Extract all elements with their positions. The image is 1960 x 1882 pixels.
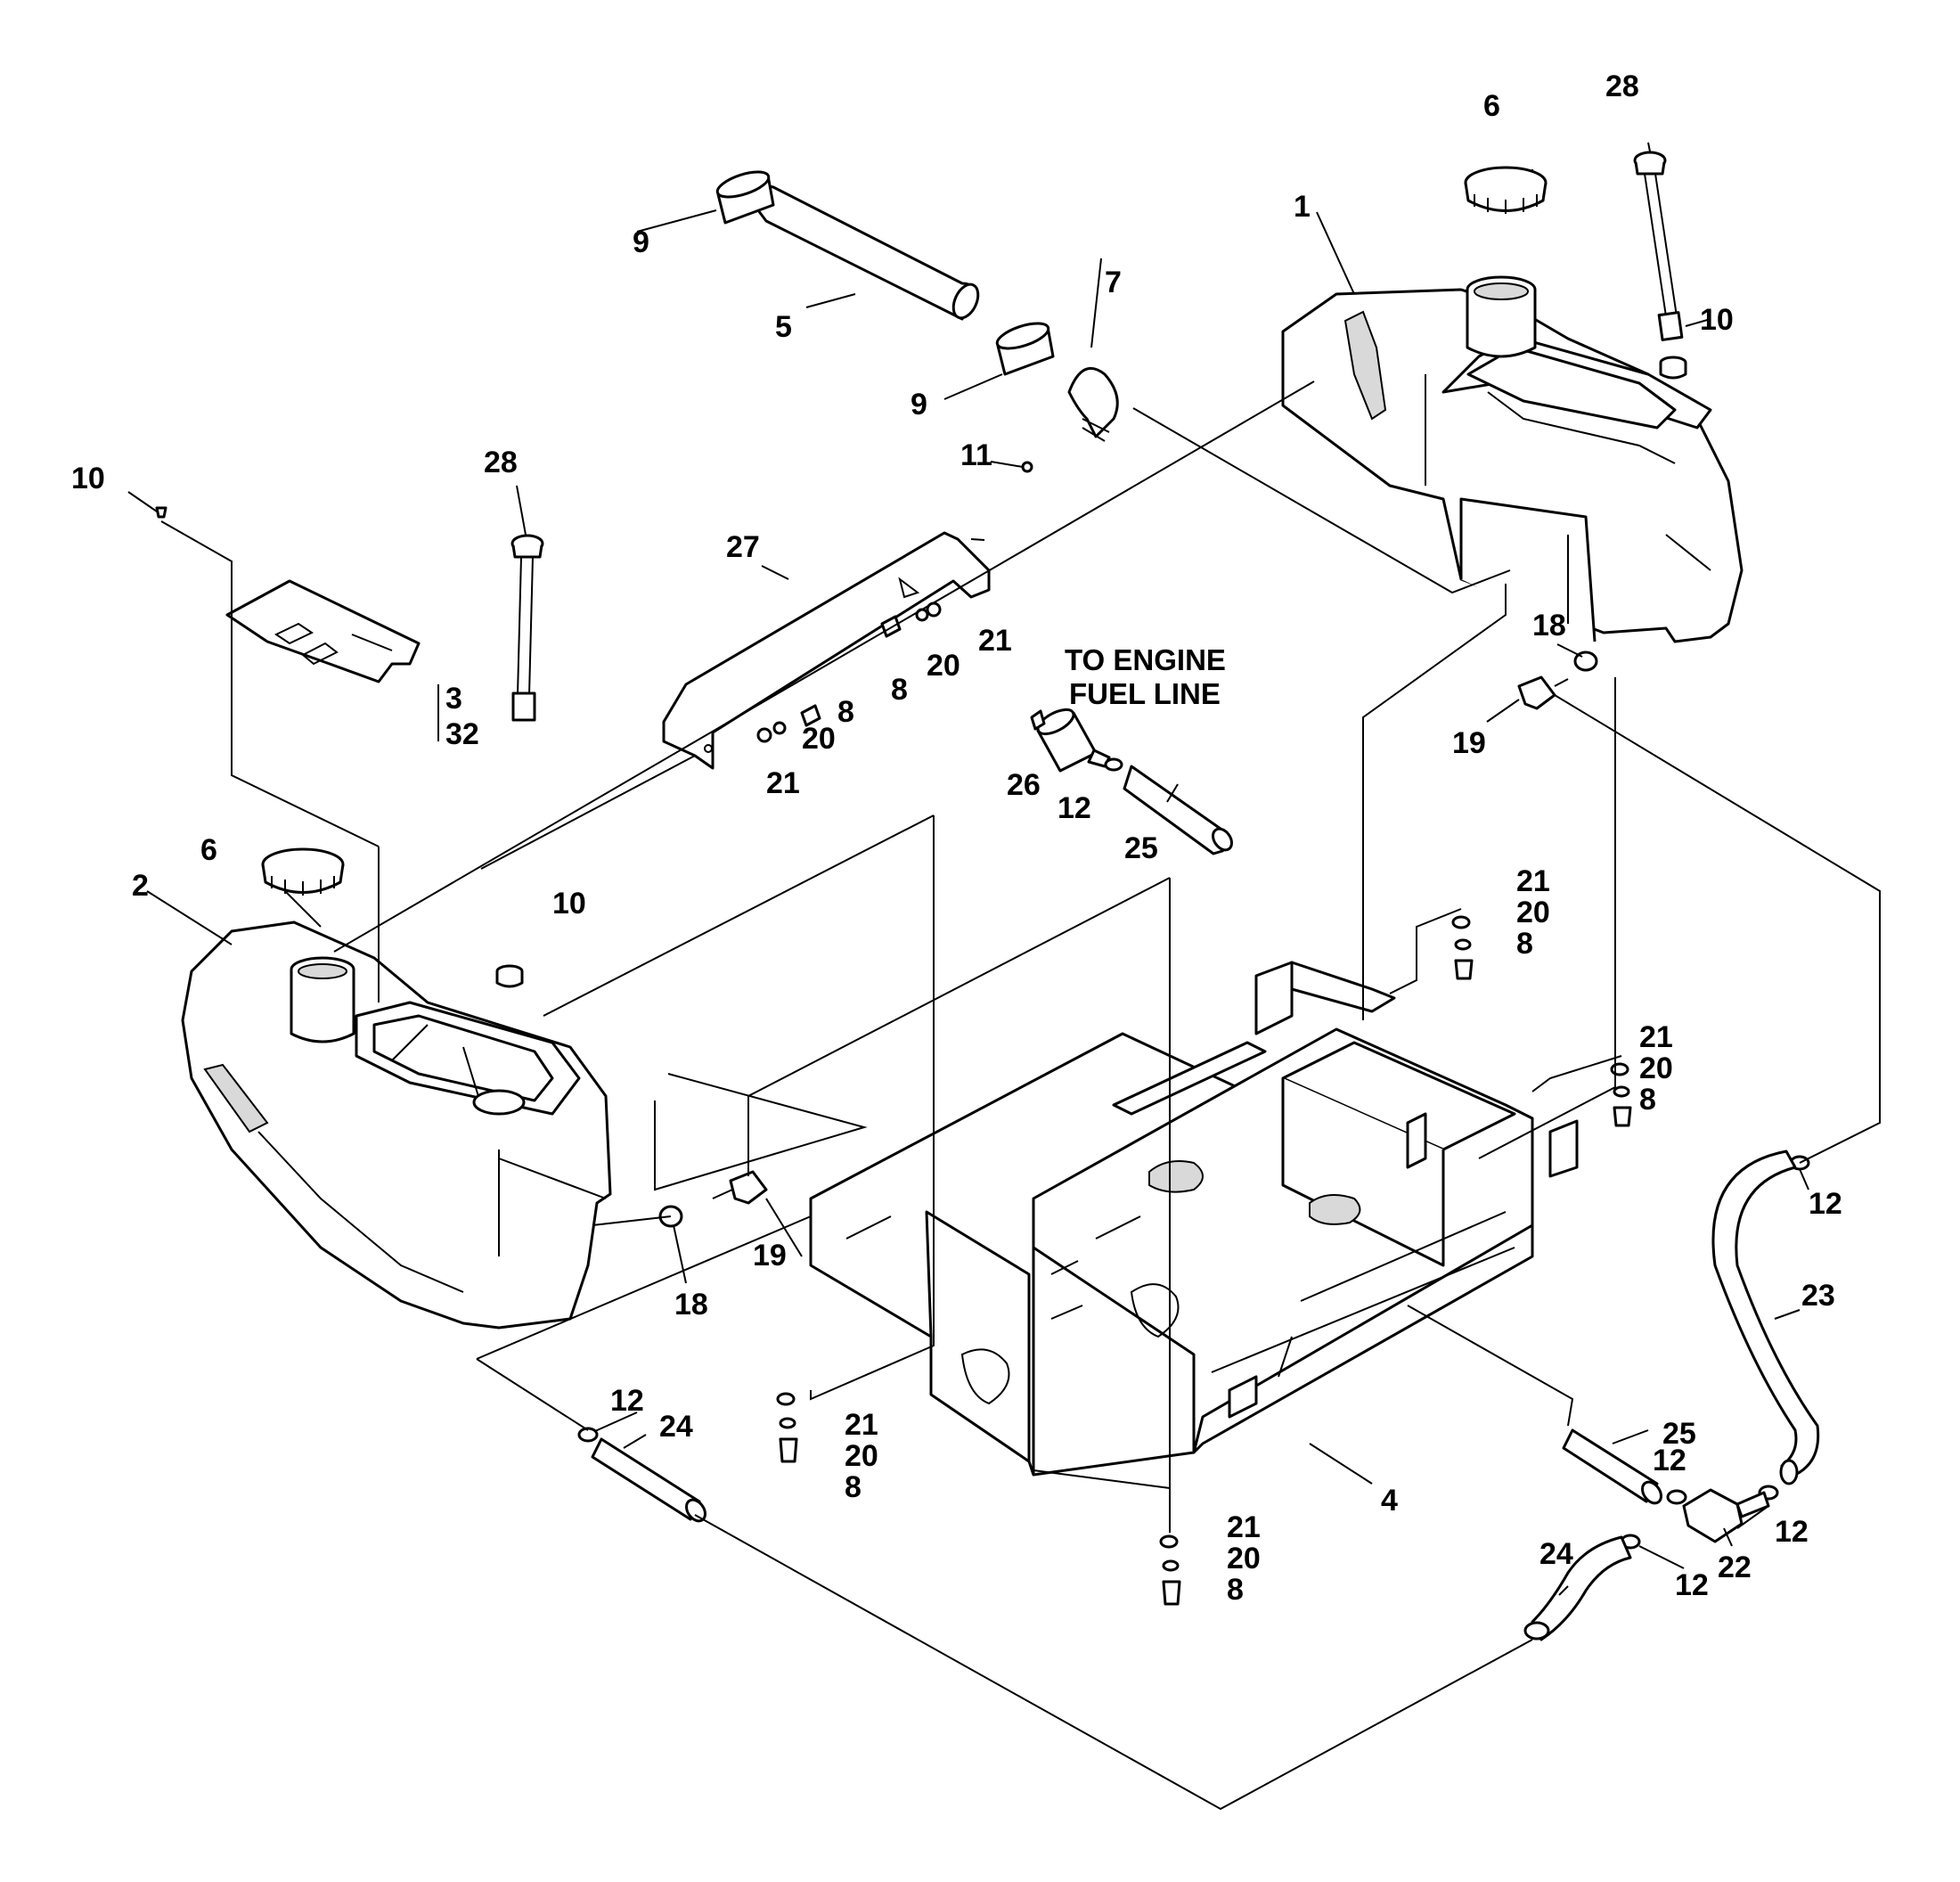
fuel-cap-right [1464, 166, 1548, 214]
fuel-gauge-right [1633, 151, 1684, 341]
callout-1: 1 [1294, 190, 1311, 224]
fuel-filter [1030, 708, 1111, 773]
callout-4: 4 [1381, 1484, 1398, 1518]
callout-26: 26 [1007, 768, 1041, 802]
callout-2: 2 [132, 869, 149, 903]
fuel-hose-lower-left [591, 1437, 706, 1523]
cover-plate [225, 579, 421, 683]
callout-27: 27 [726, 530, 760, 564]
clamp [1067, 366, 1119, 442]
hardware-stack-center [1159, 1534, 1181, 1606]
callout-20-stack-upper: 20 [1516, 896, 1550, 929]
main-frame [809, 961, 1579, 1477]
hardware-stack-right-lower [1610, 1062, 1632, 1127]
callout-7: 7 [1105, 266, 1122, 299]
callout-12-filter: 12 [1058, 791, 1091, 825]
callout-20-bracket-left: 20 [802, 722, 836, 756]
callout-8-stack-left: 8 [845, 1470, 862, 1504]
callout-21-stack-center: 21 [1227, 1510, 1261, 1544]
callout-labels: 1 2 3 32 4 5 6 6 7 8 8 8 8 8 8 9 9 10 10… [71, 70, 1842, 1607]
callout-25-upper: 25 [1124, 831, 1158, 865]
shutoff-valve-right [1517, 675, 1569, 710]
callout-9-upper: 9 [633, 225, 649, 259]
callout-24-right: 24 [1539, 1537, 1573, 1571]
clamp-screw [1021, 461, 1033, 473]
tee-fitting [1682, 1488, 1770, 1543]
callout-12-tee-left: 12 [1653, 1444, 1686, 1477]
callout-25-lower: 25 [1662, 1417, 1696, 1451]
callout-24-left: 24 [659, 1410, 693, 1444]
hardware-stack-left [776, 1392, 798, 1463]
callout-32: 32 [445, 717, 479, 751]
hose-clamp-filter [1104, 757, 1123, 772]
sleeve-upper [715, 170, 775, 225]
callout-9-lower: 9 [911, 388, 927, 421]
callout-19-left: 19 [753, 1239, 787, 1272]
callout-22: 22 [1718, 1551, 1752, 1584]
hardware-bracket-left [756, 704, 821, 743]
shutoff-valve-left [712, 1170, 768, 1205]
callout-12-right-top: 12 [1809, 1187, 1842, 1221]
fuel-gauge-left [510, 534, 544, 722]
callout-20-bracket-right: 20 [927, 649, 960, 683]
callout-18-left: 18 [674, 1288, 708, 1321]
callout-12-tee-right: 12 [1775, 1515, 1809, 1549]
assembly-lines [160, 380, 1881, 1811]
callout-21-bracket-right: 21 [978, 624, 1012, 658]
callout-3: 3 [445, 682, 462, 716]
bracket [662, 531, 991, 770]
callout-11: 11 [960, 438, 992, 472]
callout-18-right: 18 [1532, 609, 1566, 642]
callout-8-stack-center: 8 [1227, 1573, 1244, 1607]
callout-8-bracket-right: 8 [891, 673, 908, 707]
callout-10-left: 10 [552, 887, 586, 921]
sleeve-lower [995, 322, 1055, 376]
left-fuel-tank [181, 921, 612, 1330]
grommet-left [495, 964, 524, 988]
note-line-1: TO ENGINE [1065, 643, 1226, 676]
left-tank-filler-neck [290, 956, 355, 1043]
screw-plate [155, 506, 167, 519]
callout-28-right: 28 [1605, 70, 1639, 103]
callout-leaders [127, 142, 1809, 1596]
hose-clamp-tee-left [1666, 1489, 1687, 1505]
callout-5: 5 [775, 310, 792, 344]
callout-12-tee-bottom: 12 [1675, 1568, 1709, 1602]
callout-19-right: 19 [1452, 726, 1486, 760]
fuel-hose-lower-right [1562, 1428, 1662, 1505]
callout-6-right: 6 [1483, 89, 1500, 123]
fuel-hose-long [1711, 1150, 1820, 1485]
callout-12-left: 12 [610, 1384, 644, 1418]
callout-21-stack-lower: 21 [1639, 1020, 1673, 1054]
callout-20-stack-center: 20 [1227, 1542, 1261, 1575]
tube [751, 184, 980, 321]
hardware-stack-right-upper [1451, 915, 1474, 980]
callout-8-stack-upper: 8 [1516, 927, 1533, 961]
callout-10-right: 10 [1700, 303, 1734, 337]
callout-21-bracket-left: 21 [766, 766, 800, 800]
callout-20-stack-left: 20 [845, 1439, 878, 1473]
hose-clamp-left-bottom [577, 1427, 599, 1443]
callout-8-bracket-left: 8 [837, 695, 854, 729]
callout-6-left: 6 [200, 833, 217, 867]
grommet-right [1659, 356, 1687, 380]
callout-21-stack-upper: 21 [1516, 864, 1550, 898]
right-fuel-tank [1281, 288, 1744, 643]
callout-20-stack-lower: 20 [1639, 1051, 1673, 1085]
callout-28-left: 28 [484, 446, 518, 479]
callout-23: 23 [1801, 1279, 1835, 1313]
fuel-hose-upper [1123, 765, 1233, 855]
note-line-2: FUEL LINE [1069, 677, 1221, 710]
engine-fuel-line-note: TO ENGINE FUEL LINE [1065, 643, 1226, 710]
fuel-cap-left [261, 847, 345, 896]
right-tank-filler-neck [1466, 275, 1537, 358]
fuel-hose-lower-tee [1523, 1535, 1632, 1641]
callout-21-stack-left: 21 [845, 1408, 878, 1442]
callout-8-stack-lower: 8 [1639, 1083, 1656, 1117]
callout-10-plate: 10 [71, 462, 105, 495]
